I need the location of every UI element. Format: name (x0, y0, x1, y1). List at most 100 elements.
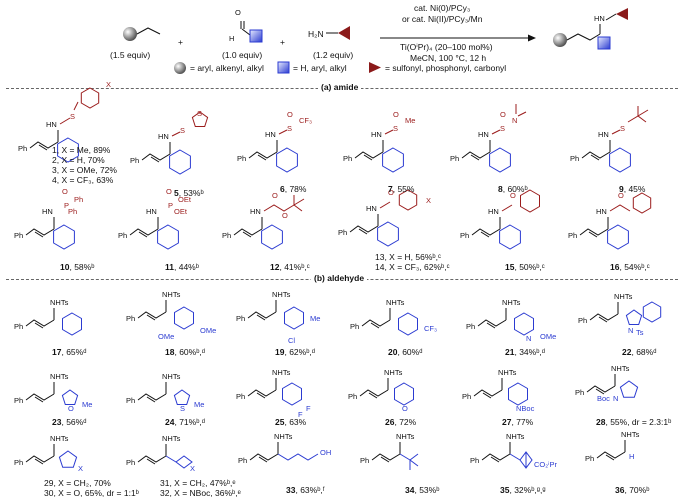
compound-label-19: 19, 62%ᵇ,ᵈ (275, 347, 315, 357)
bond (501, 204, 513, 212)
compound-label-34: 34, 53%ᵇ (405, 485, 440, 495)
compound-label-9: 9, 45% (619, 184, 646, 194)
cyclohexyl-ring (276, 147, 298, 173)
double-bond (150, 156, 160, 163)
atom-s: S (393, 124, 399, 133)
compound-label-27: 27, 77% (502, 417, 534, 427)
blue-square-icon (249, 29, 263, 43)
bond (171, 131, 181, 137)
aryl-ring (398, 312, 418, 336)
double-bond (470, 154, 480, 161)
atom-x: X (78, 464, 84, 473)
four-ring (165, 455, 193, 469)
double-bond (257, 154, 267, 161)
aryl-ring (284, 306, 304, 330)
double-bond (363, 154, 373, 161)
allyl-chain (25, 228, 55, 236)
allyl-chain (354, 151, 384, 159)
phenyl-label: Ph (568, 231, 578, 240)
red-triangle-icon (616, 8, 628, 20)
atom-s: S (620, 124, 626, 133)
cyclohexyl-acyl-ring (520, 189, 540, 213)
compound-label-31-32: 31, X = CH₂, 47%ᵇ,ᵉ 32, X = NBoc, 36%ᵇ,ᵉ (160, 478, 241, 498)
atom-o: O (166, 187, 172, 196)
atom-x: X (190, 464, 196, 473)
allyl-chain (129, 228, 159, 236)
phenyl-label: Ph (450, 154, 460, 163)
double-bond (242, 231, 252, 238)
allyl-chain (371, 453, 401, 461)
condition-2: or cat. Ni(II)/PCy₃/Mn (402, 14, 483, 24)
double-bond (595, 388, 605, 395)
tert-butyl (293, 195, 305, 212)
cyclohexyl-ring (57, 137, 79, 163)
legend-blue: = H, aryl, alkyl (293, 63, 347, 73)
bond (491, 129, 501, 135)
atom-o: O (618, 191, 624, 200)
atom-ph: Ph (68, 207, 78, 216)
alkyl-chain (277, 453, 319, 461)
atom-hn: HN (488, 207, 499, 216)
allyl-chain (29, 141, 59, 149)
atom-ome: OMe (158, 332, 175, 341)
nhts-label: NHTs (614, 292, 633, 301)
compound-label-11: 11, 44%ᵇ (165, 262, 199, 272)
phenyl-label: Ph (14, 231, 24, 240)
allyl-chain (137, 455, 167, 463)
compound-label-20: 20, 60%ᵈ (388, 347, 423, 357)
nhts-label: NHTs (498, 368, 517, 377)
atom-ome: OMe (540, 332, 557, 341)
nhts-label: NHTs (272, 290, 291, 299)
atom-o: O (500, 110, 506, 119)
double-bond (370, 322, 380, 329)
atom-s: S (500, 124, 506, 133)
double-bond (480, 231, 490, 238)
tert-butyl (627, 106, 649, 123)
compound-label-17: 17, 65%ᵈ (52, 347, 87, 357)
phenyl-ring (62, 312, 82, 336)
atom-o: O (68, 404, 74, 413)
double-bond (380, 456, 390, 463)
phenyl-label: Ph (360, 456, 370, 465)
atom-hn: HN (596, 207, 607, 216)
condition-1: cat. Ni(0)/PCy₃ (414, 3, 471, 13)
cyclohexyl-ring (489, 147, 511, 173)
allyl-chain (137, 393, 167, 401)
atom-cf3: CF₃ (299, 116, 313, 125)
allyl-chain (137, 311, 167, 319)
atom-o: O (62, 187, 68, 196)
atom-o: O (402, 404, 408, 413)
atom-oh: OH (320, 448, 332, 457)
phenyl-label: Ph (343, 154, 353, 163)
benzyl-ring (632, 192, 652, 214)
atom-hn: HN (46, 120, 57, 129)
nhts-label: NHTs (384, 368, 403, 377)
atom-me: Me (310, 314, 321, 323)
phenyl-label: Ph (118, 231, 128, 240)
phenyl-label: Ph (18, 144, 28, 153)
tert-butyl (399, 453, 419, 470)
pyrrolidine-ring (619, 380, 639, 398)
double-bond (358, 228, 368, 235)
nhts-label: NHTs (162, 434, 181, 443)
compound-label-16: 16, 54%ᵇ,ᶜ (610, 262, 650, 272)
boc-chain (263, 204, 295, 212)
double-bond (605, 454, 615, 461)
cyclohexyl-ring (609, 147, 631, 173)
red-triangle-icon (338, 26, 350, 40)
phenyl-label: Ph (585, 454, 595, 463)
atom-o: O (510, 191, 516, 200)
double-bond (256, 392, 266, 399)
atom-n: N (613, 394, 619, 403)
atom-me: Me (405, 116, 416, 125)
allyl-chain (25, 393, 55, 401)
phenyl-label: Ph (14, 396, 24, 405)
allyl-chain (359, 389, 389, 397)
double-bond (258, 456, 268, 463)
atom-n: N (512, 116, 518, 125)
atom-co2ipr: CO₂ⁱPr (534, 460, 558, 469)
nhts-label: NHTs (396, 432, 415, 441)
nhts-label: NHTs (506, 432, 525, 441)
cyclohexyl-ring (53, 224, 75, 250)
phenyl-label: Ph (126, 314, 136, 323)
